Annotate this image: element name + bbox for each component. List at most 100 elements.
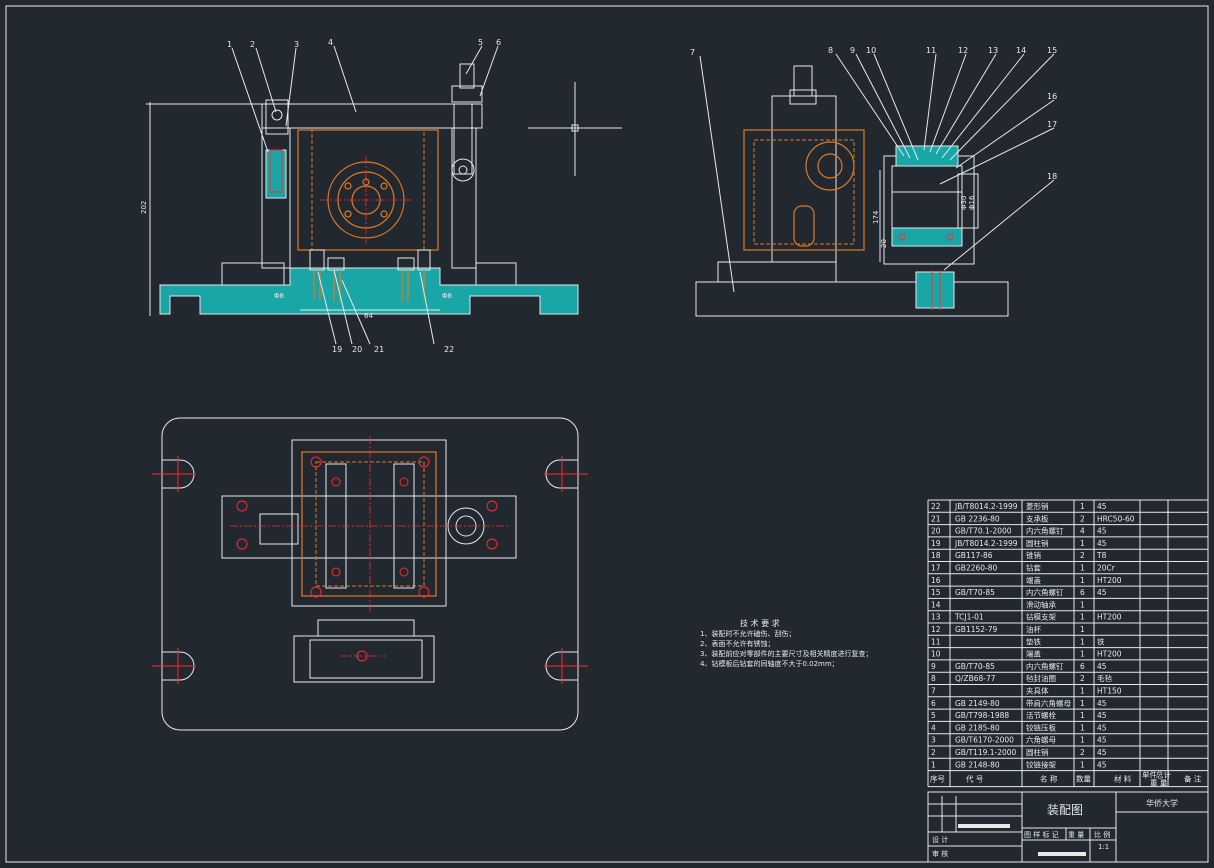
bom-row-qty: 1: [1080, 760, 1085, 769]
bom-row-name: 菱形销: [1026, 501, 1049, 511]
cad-cursor: [528, 82, 622, 176]
bom-row-no: 18: [931, 551, 941, 560]
svg-text:Φ8: Φ8: [442, 292, 452, 300]
bom-row-name: 钻模支架: [1026, 612, 1056, 622]
dim-height-text: 202: [140, 201, 148, 214]
bom-header-6: 总计: [1156, 770, 1172, 780]
bom-row-no: 20: [931, 527, 941, 536]
bom-row-qty: 1: [1080, 723, 1085, 732]
end-cap-bottom: [891, 227, 963, 247]
callout-20: 20: [352, 345, 362, 354]
bom-row-name: 支承板: [1026, 513, 1049, 523]
bom-row-name: 铰链压板: [1026, 722, 1056, 732]
bom-row-material: 45: [1097, 699, 1107, 708]
bom-header-5: 单件: [1142, 770, 1158, 780]
callout-1: 1: [227, 40, 232, 49]
bom-row-material: 45: [1097, 539, 1107, 548]
side-view: 174 20 Φ30 Φ16 7 8 9 10 11 12 13 14 15 1…: [690, 46, 1057, 317]
bom-header-2: 名 称: [1040, 774, 1058, 784]
bom-row-qty: 1: [1080, 736, 1085, 745]
tech-req-item-2: 2、表面不允许有锈蚀；: [700, 639, 774, 648]
callout-13: 13: [988, 46, 998, 55]
bom-row-no: 11: [931, 637, 941, 646]
svg-text:20: 20: [880, 239, 888, 248]
bom-row-no: 10: [931, 650, 941, 659]
bom-row-name: 带肩六角螺母: [1026, 698, 1071, 708]
bom-row-no: 12: [931, 625, 941, 634]
bom-row-qty: 2: [1080, 674, 1085, 683]
workpiece-body: [297, 129, 439, 251]
bom-row-material: 45: [1097, 527, 1107, 536]
callout-8: 8: [828, 46, 833, 55]
bom-row-code: GB 2185-80: [955, 723, 1000, 732]
bom-row-qty: 1: [1080, 625, 1085, 634]
bom-row-name: 毡封油圈: [1026, 673, 1056, 683]
bom-row-material: 45: [1097, 736, 1107, 745]
top-view: [152, 417, 588, 731]
callout-2: 2: [250, 40, 255, 49]
base-plate-section: [159, 267, 579, 315]
bom-row-code: GB/T798-1988: [955, 711, 1009, 720]
bom-row-no: 3: [931, 736, 936, 745]
title-block: 装配图 华侨大学 设 计 审 核 图 样 标 记 重 量 比 例 1:1: [927, 791, 1209, 863]
bom-row-no: 5: [931, 711, 936, 720]
bom-row-material: 45: [1097, 760, 1107, 769]
bom-header-1: 代 号: [966, 774, 983, 784]
bom-row-no: 14: [931, 600, 941, 609]
swing-bolt: [459, 63, 475, 89]
bom-row-qty: 1: [1080, 650, 1085, 659]
bom-row-code: GB 2149-80: [955, 699, 1000, 708]
bom-row-code: Q/ZB68-77: [955, 674, 996, 683]
callout-15: 15: [1047, 46, 1057, 55]
bom-row-code: JB/T8014.2-1999: [954, 539, 1018, 548]
tech-req-item-4: 4、钻模板后钻套的同轴度不大于0.02mm；: [700, 659, 839, 668]
callout-3: 3: [294, 40, 299, 49]
callout-14: 14: [1016, 46, 1026, 55]
bom-row-name: 内六角螺钉: [1026, 661, 1064, 671]
bom-row-material: T8: [1096, 551, 1107, 560]
bom-row-no: 1: [931, 760, 936, 769]
callout-9: 9: [850, 46, 855, 55]
bom-row-name: 滑动轴承: [1026, 599, 1056, 609]
bom-row-code: GB117-86: [955, 551, 993, 560]
svg-text:174: 174: [872, 210, 880, 224]
bom-row-material: 铁: [1097, 636, 1105, 646]
bom-row-no: 2: [931, 748, 936, 757]
svg-text:比 例: 比 例: [1094, 830, 1110, 839]
bom-row-code: GB/T70.1-2000: [955, 527, 1012, 536]
scale-value: 1:1: [1098, 843, 1109, 851]
bom-row-no: 13: [931, 613, 941, 622]
callout-10: 10: [866, 46, 876, 55]
callout-16: 16: [1047, 92, 1057, 101]
svg-text:Φ30: Φ30: [960, 196, 968, 210]
bom-row-code: GB1152-79: [955, 625, 998, 634]
bom-row-name: 钻套: [1026, 563, 1042, 573]
bom-row-no: 9: [931, 662, 936, 671]
bom-row-code: TCJ1-01: [954, 613, 984, 622]
bom-row-material: 45: [1097, 662, 1107, 671]
bom-row-code: JB/T8014.2-1999: [954, 502, 1018, 511]
bom-header-8: 备 注: [1184, 774, 1202, 784]
svg-text:Φ8: Φ8: [274, 292, 284, 300]
review-label: 审 核: [932, 849, 948, 858]
workpiece-top: [301, 451, 437, 597]
bom-row-no: 22: [931, 502, 941, 511]
bom-row-qty: 1: [1080, 687, 1085, 696]
callout-19: 19: [332, 345, 342, 354]
bom-row-qty: 2: [1080, 551, 1085, 560]
bom-header-4: 材 料: [1114, 774, 1132, 784]
fixture-body-upright: [771, 95, 837, 263]
school-name: 华侨大学: [1146, 798, 1178, 808]
callout-4: 4: [328, 38, 333, 47]
shoulder-nut: [451, 85, 483, 103]
bom-row-material: 45: [1097, 502, 1107, 511]
bom-row-no: 15: [931, 588, 941, 597]
bom-row-material: HRC50-60: [1097, 514, 1135, 523]
drill-bushing: [891, 191, 963, 229]
bom-row-name: 内六角螺钉: [1026, 526, 1064, 536]
bom-row-no: 17: [931, 564, 941, 573]
bom-row-name: 内六角螺钉: [1026, 587, 1064, 597]
hinge-bracket-top: [293, 635, 435, 683]
callout-11: 11: [926, 46, 936, 55]
